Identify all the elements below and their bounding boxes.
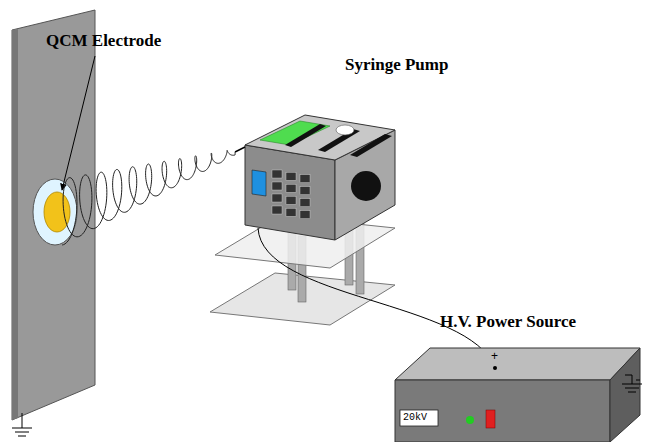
power-source <box>395 348 640 442</box>
leader-line <box>62 56 95 190</box>
pump-key <box>286 184 296 192</box>
ground-symbol <box>12 413 32 436</box>
pump-key <box>300 211 310 219</box>
voltage-display: 20kV <box>403 412 427 423</box>
part-label: QCM Electrode <box>46 32 161 51</box>
ground-symbol <box>622 375 642 392</box>
pump-key <box>286 196 296 204</box>
pump-key <box>300 187 310 195</box>
fiber-jet <box>62 150 235 245</box>
polarity-sign: + <box>491 350 498 363</box>
syringe-pump <box>235 115 395 240</box>
pump-key <box>272 170 282 178</box>
part-label: Syringe Pump <box>345 56 448 75</box>
qcm-electrode <box>33 179 77 245</box>
pump-key <box>272 206 282 214</box>
pump-key <box>286 208 296 216</box>
pump-key <box>272 182 282 190</box>
part-label: H.V. Power Source <box>440 313 576 332</box>
hv-wire <box>258 228 495 368</box>
pump-key <box>272 194 282 202</box>
pump-key <box>286 172 296 180</box>
pump-key <box>300 175 310 183</box>
pump-key <box>300 199 310 207</box>
